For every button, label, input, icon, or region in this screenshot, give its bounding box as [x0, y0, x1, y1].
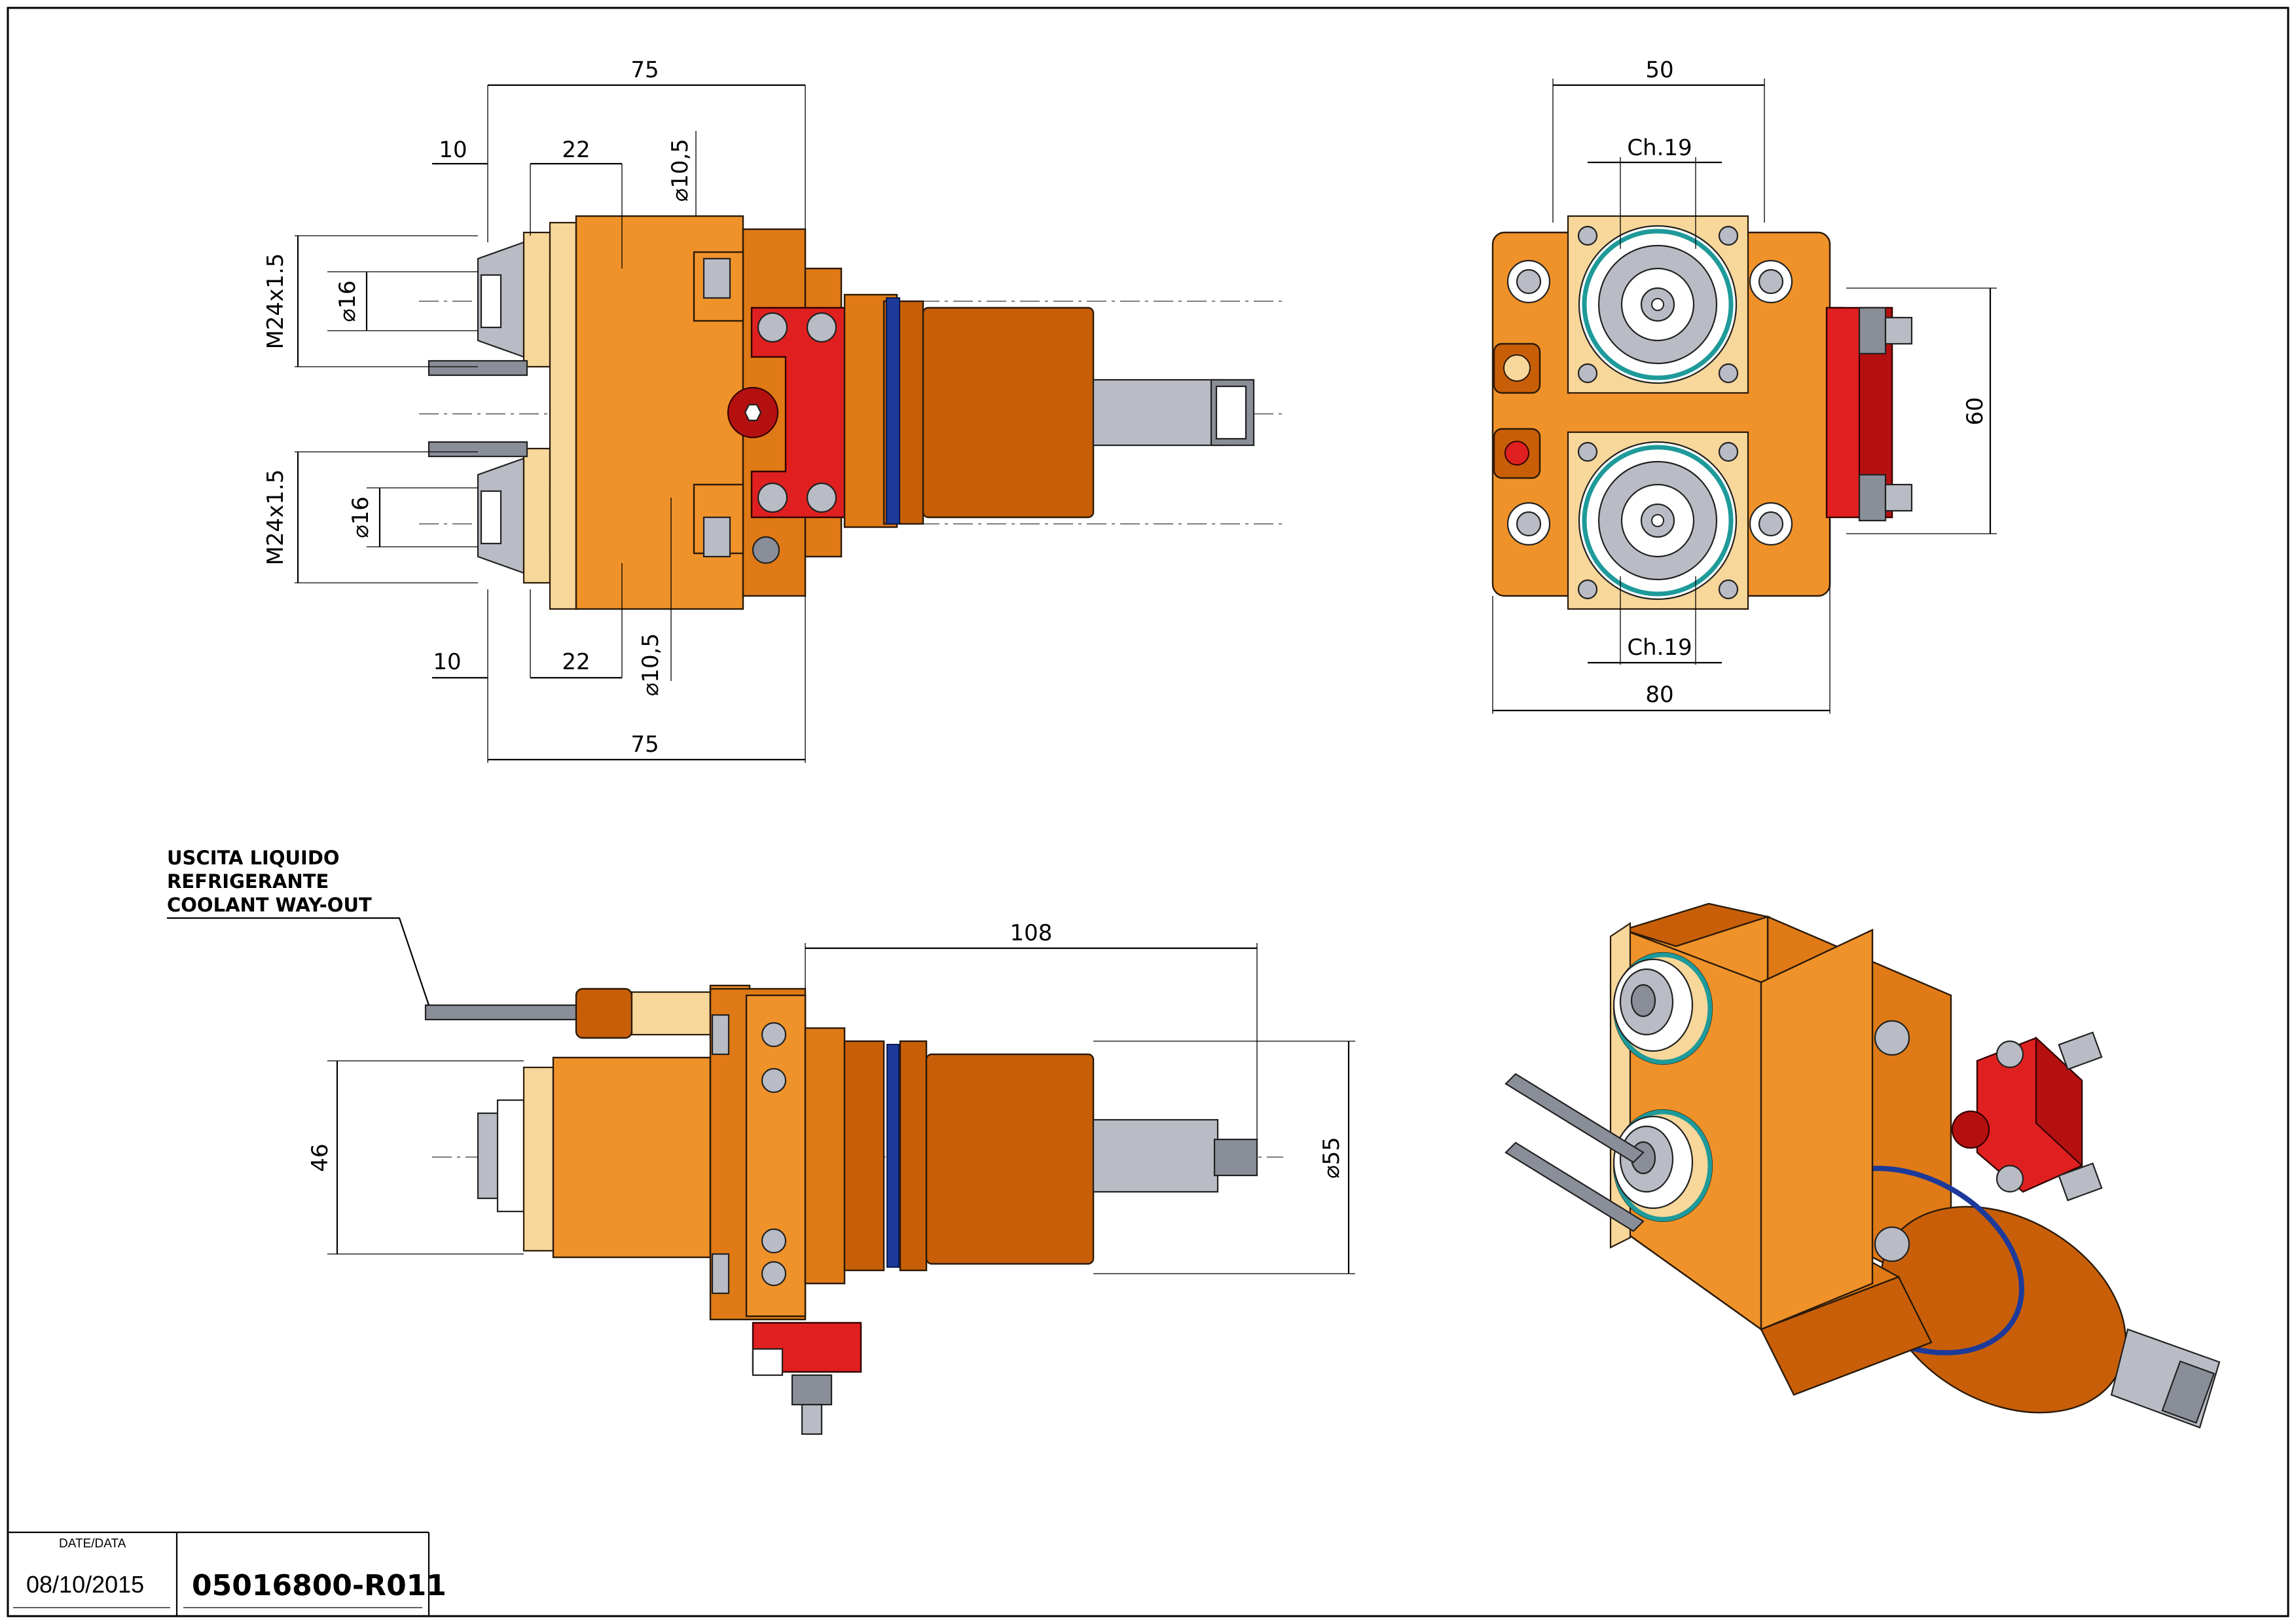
sheet-border — [7, 7, 2289, 1617]
dim-60: 60 — [1962, 397, 1988, 425]
dim-d16-bottom: ⌀16 — [348, 496, 374, 538]
dim-50: 50 — [1645, 57, 1673, 83]
coolant-note-line3: COOLANT WAY-OUT — [167, 894, 372, 916]
dim-22-top: 22 — [562, 137, 590, 163]
title-block: DATE/DATA 08/10/2015 05016800-R011 — [8, 1531, 446, 1616]
front-view: 50 Ch.19 60 Ch.19 80 — [1491, 57, 1997, 714]
dims-top-view: 75 10 22 ⌀10,5 M24x1.5 ⌀16 M24x1.5 ⌀16 — [263, 57, 806, 763]
coolant-note: USCITA LIQUIDO REFRIGERANTE COOLANT WAY-… — [167, 847, 430, 1006]
dims-front-view: 50 Ch.19 60 Ch.19 80 — [1492, 57, 1997, 714]
dim-thread-top: M24x1.5 — [263, 253, 289, 350]
dim-46: 46 — [307, 1143, 333, 1172]
isometric-view — [1504, 902, 2221, 1429]
coolant-note-line1: USCITA LIQUIDO — [167, 847, 340, 869]
side-view: 108 46 ⌀55 USCITA LIQUIDO REFRIGERANTE C… — [167, 847, 1355, 1435]
top-view: 75 10 22 ⌀10,5 M24x1.5 ⌀16 M24x1.5 ⌀16 — [263, 57, 1283, 763]
dim-80: 80 — [1645, 682, 1673, 708]
dim-d55: ⌀55 — [1319, 1137, 1345, 1179]
coolant-note-line2: REFRIGERANTE — [167, 870, 329, 893]
dim-75-top: 75 — [630, 57, 659, 83]
dim-ch19-bottom: Ch.19 — [1627, 635, 1692, 661]
dims-side-view: 108 46 ⌀55 — [307, 920, 1355, 1274]
dim-10-top: 10 — [439, 137, 467, 163]
dim-thread-bottom: M24x1.5 — [263, 470, 289, 566]
dim-ch19-top: Ch.19 — [1627, 135, 1692, 161]
dim-75-bottom: 75 — [630, 731, 659, 758]
dim-d105-top: ⌀10,5 — [667, 139, 693, 202]
dim-108: 108 — [1010, 920, 1053, 946]
drawing-code: 05016800-R011 — [192, 1569, 446, 1602]
dim-d105-bottom: ⌀10,5 — [638, 633, 664, 696]
dim-d16-top: ⌀16 — [335, 280, 361, 322]
date-label: DATE/DATA — [59, 1537, 126, 1551]
date-value: 08/10/2015 — [26, 1571, 144, 1598]
dim-10-bottom: 10 — [433, 649, 461, 675]
dim-22-bottom: 22 — [562, 649, 590, 675]
